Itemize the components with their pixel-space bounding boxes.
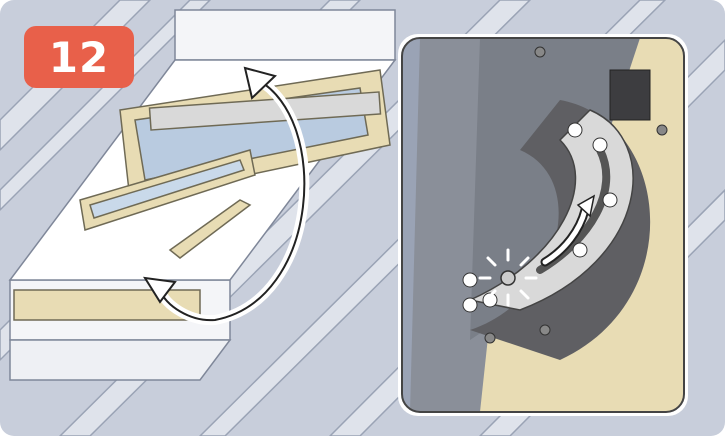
sparkle-icon <box>480 250 536 305</box>
step-number-badge: 12 <box>24 26 134 88</box>
detail-inset <box>398 34 688 416</box>
